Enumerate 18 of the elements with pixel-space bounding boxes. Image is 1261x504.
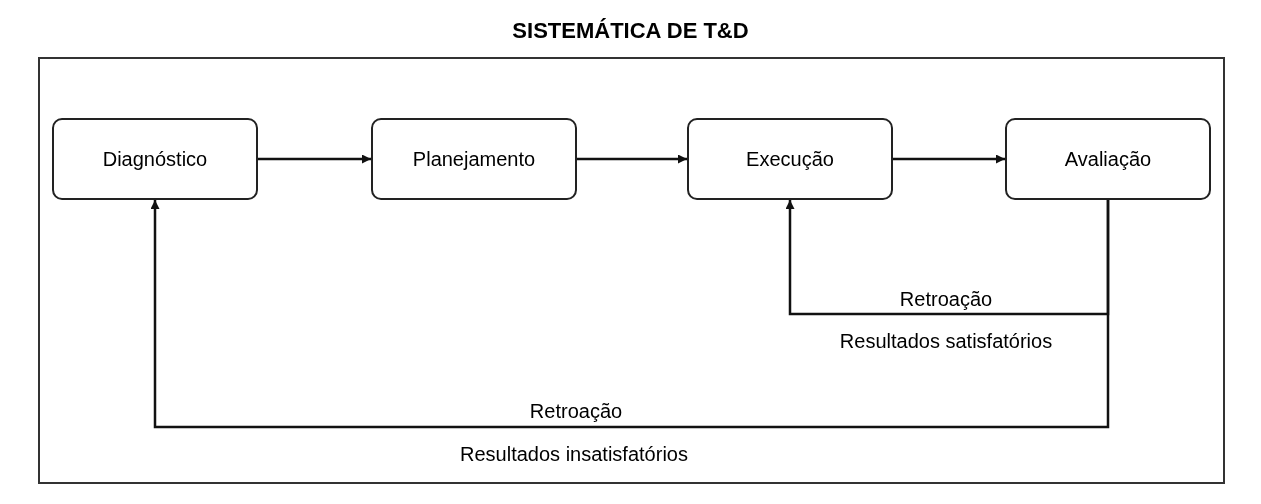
result-note: Resultados satisfatórios (839, 329, 1053, 354)
arrow (785, 200, 1110, 316)
diagram-title: SISTEMÁTICA DE T&D (512, 17, 749, 45)
arrow (893, 154, 1005, 164)
process-box (1005, 118, 1211, 200)
box-label: Diagnóstico (102, 147, 208, 172)
box-label: Execução (746, 147, 834, 172)
process-box (52, 118, 258, 200)
box-label: Planejamento (412, 147, 536, 172)
arrow (577, 154, 687, 164)
arrow (150, 200, 1110, 429)
arrow (258, 154, 371, 164)
result-note: Resultados insatisfatórios (460, 442, 688, 467)
process-box (687, 118, 893, 200)
edge-label: Retroação (529, 399, 623, 424)
process-box (371, 118, 577, 200)
box-label: Avaliação (1064, 147, 1152, 172)
edge-label: Retroação (899, 287, 993, 312)
